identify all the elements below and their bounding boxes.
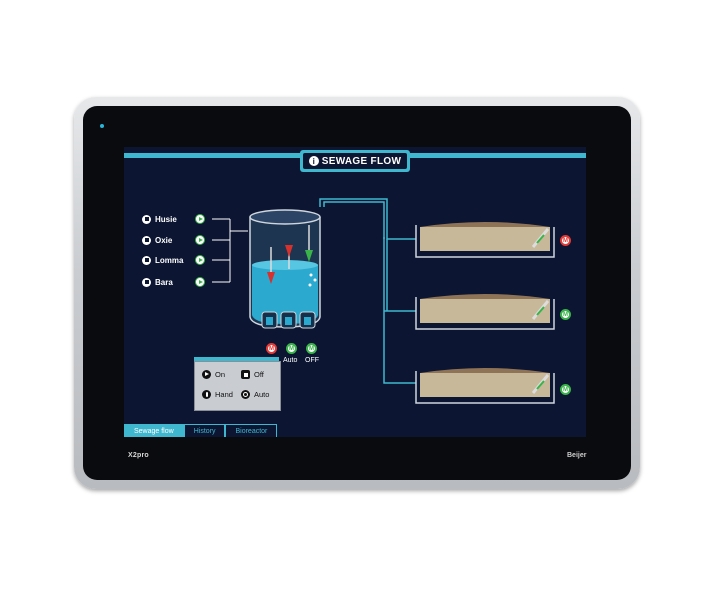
control-panel: On Off Hand Auto (194, 361, 281, 411)
stop-icon[interactable] (142, 235, 151, 245)
hand-label: Hand (215, 390, 233, 399)
bottom-tabs: Sewage flow History Bioreactor (124, 424, 278, 437)
source-row-oxie[interactable]: Oxie (142, 235, 205, 245)
play-icon[interactable] (195, 214, 205, 224)
basin-1-mode-badge[interactable]: M (560, 235, 571, 246)
source-label: Husie (155, 214, 177, 224)
tab-bioreactor[interactable]: Bioreactor (225, 424, 278, 437)
auto-mode-label: Auto (283, 357, 298, 364)
source-label: Oxie (155, 235, 173, 245)
source-label: Bara (155, 277, 173, 287)
basin-1 (415, 222, 555, 258)
power-led (100, 124, 104, 128)
on-label: On (215, 370, 226, 379)
source-label: Lomma (155, 255, 184, 265)
play-icon[interactable] (195, 255, 205, 265)
page-title: SEWAGE FLOW (321, 155, 402, 167)
green-sensor-icon (305, 250, 313, 262)
source-pipes (212, 218, 248, 283)
auto-icon (241, 390, 250, 399)
play-icon[interactable] (195, 235, 205, 245)
stop-icon[interactable] (142, 255, 151, 265)
basin-2 (415, 294, 555, 330)
off-label: Off (254, 370, 264, 379)
basin-3 (415, 368, 555, 404)
hmi-screen: i SEWAGE FLOW (124, 147, 586, 437)
stop-icon[interactable] (142, 214, 151, 224)
on-button[interactable]: On (202, 370, 225, 379)
process-diagram (212, 198, 555, 404)
auto-mode-badge[interactable]: M (286, 343, 297, 354)
source-row-lomma[interactable]: Lomma (142, 255, 205, 265)
tank (249, 209, 321, 329)
play-icon (202, 370, 211, 379)
hand-button[interactable]: Hand (202, 390, 233, 399)
basins (415, 222, 555, 404)
info-icon[interactable]: i (308, 156, 319, 166)
off-mode-badge[interactable]: M (306, 343, 317, 354)
tab-history[interactable]: History (183, 424, 226, 437)
hand-icon (202, 390, 211, 399)
off-button[interactable]: Off (241, 370, 264, 379)
off-mode-label: OFF (305, 357, 319, 364)
red-sensor-icon-2 (285, 245, 293, 257)
auto-button[interactable]: Auto (241, 390, 269, 399)
stop-icon[interactable] (142, 277, 151, 287)
basin-3-mode-badge[interactable]: M (560, 384, 571, 395)
outflow-pipes (319, 198, 416, 384)
page-title-tab: i SEWAGE FLOW (300, 150, 410, 172)
stop-icon (241, 370, 250, 379)
red-sensor-icon (267, 272, 275, 284)
auto-label: Auto (254, 390, 270, 399)
control-panel-header (194, 357, 279, 362)
device-model-label: X2pro (128, 452, 149, 459)
device-maker-logo: Beijer (567, 452, 587, 459)
source-row-bara[interactable]: Bara (142, 277, 205, 287)
source-row-husie[interactable]: Husie (142, 214, 205, 224)
tab-sewage-flow[interactable]: Sewage flow (124, 424, 184, 437)
play-icon[interactable] (195, 277, 205, 287)
manual-mode-badge[interactable]: M (266, 343, 277, 354)
basin-2-mode-badge[interactable]: M (560, 309, 571, 320)
